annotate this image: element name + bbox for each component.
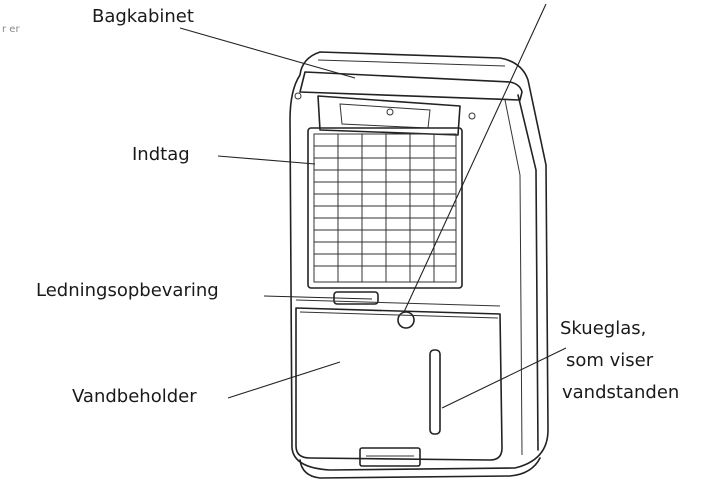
body-outline (289, 51, 549, 471)
tank-top-edge (299, 311, 499, 319)
label-sight-glass-2: som viser (566, 350, 654, 371)
handle-screw (386, 108, 394, 116)
top-cap (299, 71, 523, 101)
label-intake: Indtag (132, 144, 190, 165)
side-edge (517, 94, 539, 451)
intake-frame (307, 127, 463, 289)
sight-glass (429, 349, 441, 435)
leader-intake (217, 155, 316, 165)
drain-knob (397, 311, 415, 329)
leader-sight-glass (441, 347, 567, 409)
base-outline (299, 457, 541, 479)
label-rear-cabinet: Bagkabinet (92, 6, 194, 27)
screw-right (468, 112, 476, 120)
water-tank (295, 307, 503, 461)
corner-text: r er (2, 24, 20, 35)
divider-line (295, 299, 501, 307)
leader-top-right (403, 3, 547, 313)
screw-left (294, 92, 302, 100)
tank-handle-tab (359, 447, 421, 467)
leader-water-tank (227, 361, 341, 399)
intake-grille (314, 134, 456, 282)
side-inner-edge (504, 99, 523, 456)
handle-cavity (317, 95, 461, 136)
intake-grille-border (313, 133, 457, 283)
label-cord-storage: Ledningsopbevaring (36, 280, 219, 301)
label-sight-glass-3: vandstanden (562, 382, 680, 403)
handle (339, 103, 431, 129)
leader-rear-cabinet (179, 27, 356, 79)
label-sight-glass-1: Skueglas, (560, 318, 647, 339)
label-water-tank: Vandbeholder (72, 386, 197, 407)
top-ridge (317, 59, 506, 67)
leader-cord-storage (263, 295, 373, 300)
